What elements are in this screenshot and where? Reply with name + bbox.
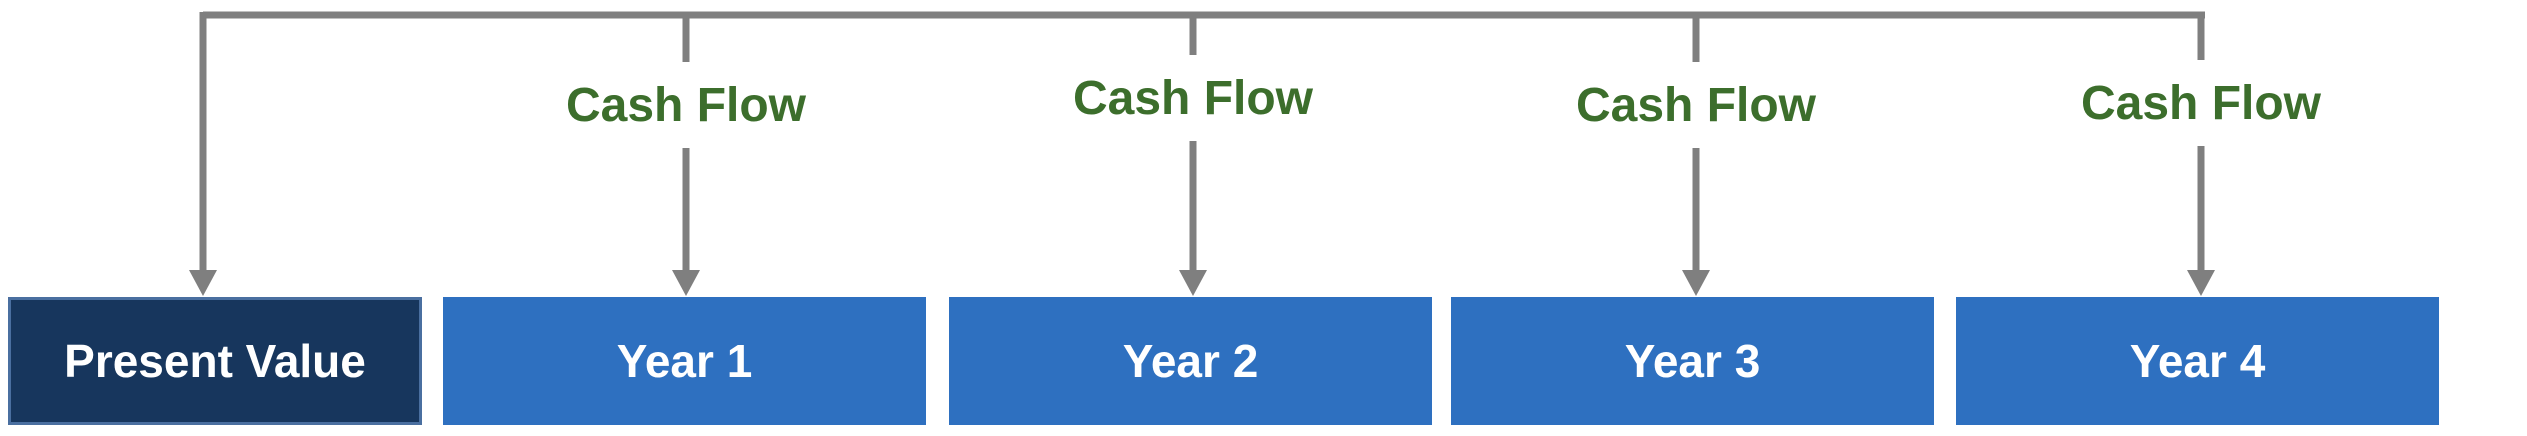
present-value-arrowhead	[189, 270, 217, 296]
year-1-label: Year 1	[616, 335, 753, 387]
year-3-box: Year 3	[1451, 297, 1934, 425]
year-2-label: Year 2	[1122, 335, 1259, 387]
year-2-box: Year 2	[949, 297, 1432, 425]
year-3-cash-flow-label: Cash Flow	[1546, 76, 1846, 136]
year-3-arrowhead	[1682, 270, 1710, 296]
year-2-arrowhead	[1179, 270, 1207, 296]
year-4-cash-flow-label: Cash Flow	[2051, 74, 2351, 134]
year-3-label: Year 3	[1624, 335, 1761, 387]
year-4-box: Year 4	[1956, 297, 2439, 425]
year-4-label: Year 4	[2129, 335, 2266, 387]
year-1-cash-flow-label: Cash Flow	[536, 76, 836, 136]
present-value-label: Present Value	[64, 335, 366, 387]
year-2-cash-flow-label: Cash Flow	[1043, 69, 1343, 129]
year-4-arrowhead	[2187, 270, 2215, 296]
year-1-arrowhead	[672, 270, 700, 296]
year-1-box: Year 1	[443, 297, 926, 425]
present-value-box: Present Value	[8, 297, 422, 425]
